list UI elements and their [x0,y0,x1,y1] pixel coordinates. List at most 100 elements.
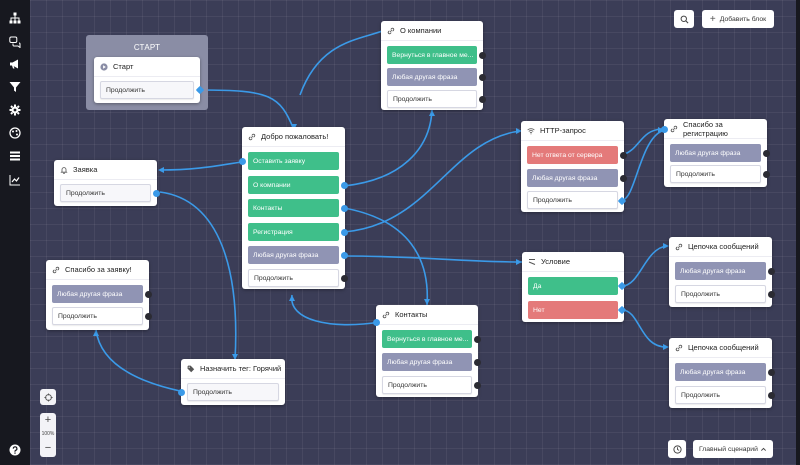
condition-yes-port[interactable] [617,281,627,291]
scenario-selector[interactable]: Главный сценарий [693,440,773,458]
welcome-row-about[interactable]: О компании [248,176,339,194]
about-block-header: О компании [381,21,483,41]
chart-line-icon[interactable] [5,170,25,190]
contacts-row-any-phrase[interactable]: Любая другая фраза [382,353,472,371]
about-row-any-phrase[interactable]: Любая другая фраза [387,68,477,86]
tag-row-continue[interactable]: Продолжить [187,383,279,401]
thanks-reg-continue-port[interactable] [763,171,770,178]
condition-row-no[interactable]: Нет [528,301,618,319]
add-block-button[interactable]: + Добавить блок [702,10,774,28]
palette-icon[interactable] [5,123,25,143]
chain2-row-any-phrase[interactable]: Любая другая фраза [675,363,766,381]
request-continue-port[interactable] [153,190,160,197]
about-continue-port[interactable] [479,96,486,103]
chain2-any-phrase-port[interactable] [768,369,775,376]
welcome-block[interactable]: Добро пожаловать! Оставить заявку О комп… [239,127,348,289]
start-continue[interactable]: Продолжить [100,81,194,99]
welcome-registration-port[interactable] [341,229,348,236]
chain2-row-continue[interactable]: Продолжить [675,386,766,404]
flow-canvas[interactable]: СТАРТ Старт Продолжить Добро пожаловать!… [30,0,796,465]
zoom-level: 100% [41,431,55,437]
contacts-header-port[interactable] [373,319,380,326]
start-block[interactable]: Старт Продолжить [94,57,205,103]
thanks-reg-any-phrase-port[interactable] [763,150,770,157]
canvas-search-button[interactable] [674,10,694,28]
chat-bubbles-icon[interactable] [5,32,25,52]
message-chain-block-1[interactable]: Цепочка сообщений Любая другая фраза Про… [669,237,775,307]
thanks-request-row-continue[interactable]: Продолжить [52,307,143,325]
zoom-reset-button[interactable] [40,389,56,405]
condition-row-yes[interactable]: Да [528,277,618,295]
contacts-block[interactable]: Контакты Вернуться в главное ме... Любая… [373,305,481,397]
thanks-registration-block[interactable]: Спасибо за регистрацию Любая другая фраз… [661,119,770,187]
help-icon[interactable] [5,440,25,460]
about-any-phrase-port[interactable] [479,74,486,81]
chain2-continue-port[interactable] [768,392,775,399]
chain1-row-continue[interactable]: Продолжить [675,285,766,303]
welcome-row-contacts[interactable]: Контакты [248,199,339,217]
thanks-reg-input-port[interactable] [661,126,668,133]
contacts-any-phrase-port[interactable] [474,359,481,366]
condition-no-port[interactable] [617,305,627,315]
request-block[interactable]: Заявка Продолжить [54,160,160,206]
start-group-title: СТАРТ [133,43,161,52]
http-request-block-title: HTTP-запрос [540,126,586,135]
chain1-row-any-phrase[interactable]: Любая другая фраза [675,262,766,280]
list-icon[interactable] [5,146,25,166]
about-block[interactable]: О компании Вернуться в главное ме... Люб… [381,21,486,110]
welcome-row-leave-request[interactable]: Оставить заявку [248,152,339,170]
megaphone-icon[interactable] [5,54,25,74]
chain1-continue-port[interactable] [768,291,775,298]
gear-icon[interactable] [5,100,25,120]
http-continue-port[interactable] [617,196,627,206]
message-chain-block-2[interactable]: Цепочка сообщений Любая другая фраза Про… [669,338,775,408]
welcome-block-title: Добро пожаловать! [261,132,329,141]
about-row-back-to-menu[interactable]: Вернуться в главное ме... [387,46,477,64]
play-circle-icon [100,62,108,71]
thanks-reg-row-any-phrase[interactable]: Любая другая фраза [670,144,761,162]
welcome-row-continue[interactable]: Продолжить [248,269,339,287]
welcome-about-port[interactable] [341,182,348,189]
thanks-request-row-any-phrase[interactable]: Любая другая фраза [52,285,143,303]
condition-block[interactable]: Условие Да Нет [522,252,627,322]
add-block-label: Добавить блок [719,15,767,23]
thanks-request-block[interactable]: Спасибо за заявку! Любая другая фраза Пр… [46,260,152,330]
welcome-contacts-port[interactable] [341,205,348,212]
request-row-continue[interactable]: Продолжить [60,184,151,202]
welcome-continue-port[interactable] [341,275,348,282]
http-row-no-response[interactable]: Нет ответа от сервера [527,146,618,164]
welcome-leave-request-port[interactable] [239,158,246,165]
contacts-back-port[interactable] [474,336,481,343]
zoom-in-button[interactable]: + [44,414,52,426]
welcome-any-phrase-port[interactable] [341,252,348,259]
about-back-port[interactable] [479,52,486,59]
http-row-any-phrase[interactable]: Любая другая фраза [527,169,618,187]
http-no-response-port[interactable] [620,152,627,159]
filter-icon[interactable] [5,77,25,97]
thanks-request-any-phrase-port[interactable] [145,291,152,298]
contacts-continue-port[interactable] [474,382,481,389]
http-any-phrase-port[interactable] [620,175,627,182]
chevron-up-icon [760,447,767,451]
sitemap-icon[interactable] [5,8,25,28]
tag-block-header: Назначить тег: Горячий [181,359,285,379]
start-group[interactable]: СТАРТ Старт Продолжить [86,35,208,110]
link-icon [248,133,256,140]
welcome-row-any-phrase[interactable]: Любая другая фраза [248,246,339,264]
bell-icon [60,166,68,174]
welcome-row-registration[interactable]: Регистрация [248,223,339,241]
zoom-out-button[interactable]: − [44,442,52,454]
start-output-port[interactable] [195,85,205,95]
contacts-row-continue[interactable]: Продолжить [382,376,472,394]
http-request-block[interactable]: HTTP-запрос Нет ответа от сервера Любая … [521,121,627,212]
contacts-row-back-to-menu[interactable]: Вернуться в главное ме... [382,330,472,348]
about-row-continue[interactable]: Продолжить [387,90,477,108]
request-block-title: Заявка [73,165,98,174]
thanks-reg-row-continue[interactable]: Продолжить [670,165,761,183]
chain1-any-phrase-port[interactable] [768,268,775,275]
tag-continue-port[interactable] [178,389,185,396]
http-row-continue[interactable]: Продолжить [527,191,618,209]
history-button[interactable] [668,440,686,458]
thanks-request-continue-port[interactable] [145,313,152,320]
tag-block[interactable]: Назначить тег: Горячий Продолжить [178,359,285,405]
